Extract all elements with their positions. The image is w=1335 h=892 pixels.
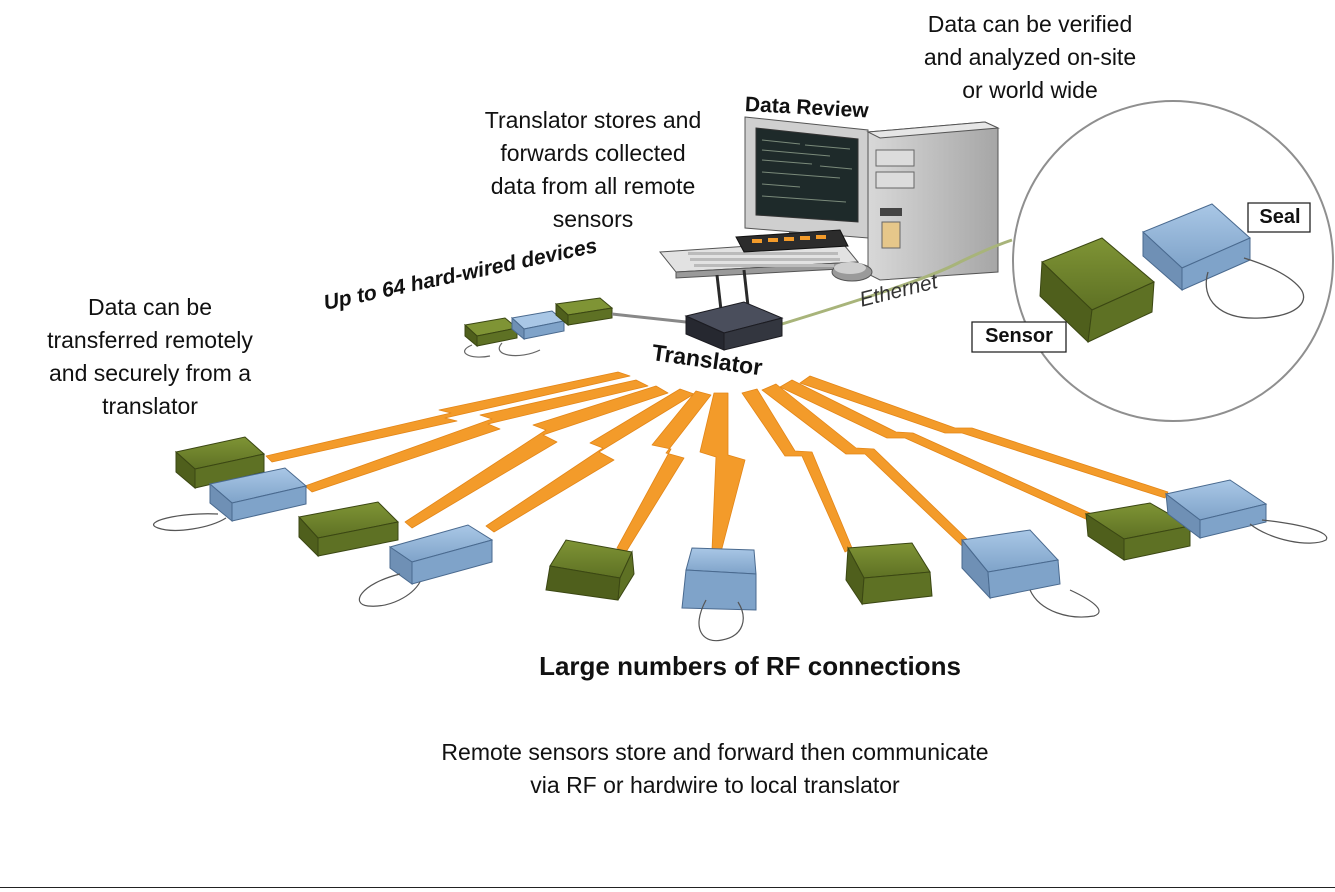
field-sensor (1084, 502, 1192, 561)
rf-bolt (616, 390, 712, 553)
label-sensor: Sensor (985, 325, 1053, 347)
field-sensor (298, 501, 400, 558)
rf-bolt (304, 379, 649, 493)
label-seal: Seal (1259, 206, 1301, 228)
field-sensor (545, 539, 635, 601)
caption-remote-sensors: Remote sensors store and forward then co… (441, 739, 989, 798)
computer (659, 116, 1000, 282)
rf-bolt (761, 383, 969, 547)
caption-transferred-remotely: Data can be transferred remotely and sec… (47, 294, 253, 419)
field-seal (153, 467, 308, 531)
rf-bolts (265, 371, 1169, 553)
ethernet-cable (781, 238, 1013, 326)
caption-translator-stores: Translator stores and forwards collected… (484, 107, 702, 232)
field-seal (961, 529, 1100, 618)
rf-bolt (699, 392, 746, 553)
rf-bolt (404, 385, 669, 529)
field-sensor (845, 542, 933, 606)
label-rf-connections: Large numbers of RF connections (539, 651, 961, 681)
field-seal (1164, 479, 1328, 544)
inset-seal (1142, 203, 1305, 319)
caption-data-verified: Data can be verified and analyzed on-sit… (923, 11, 1137, 103)
hard-wired-devices (463, 297, 687, 358)
inset-sensor (1039, 237, 1155, 344)
rf-bolt (799, 375, 1169, 499)
bottom-divider (0, 887, 1335, 888)
field-seal (681, 547, 757, 642)
rf-bolt (485, 388, 695, 533)
translator-device (684, 269, 784, 351)
field-seal (358, 524, 494, 607)
rf-bolt (265, 371, 631, 463)
